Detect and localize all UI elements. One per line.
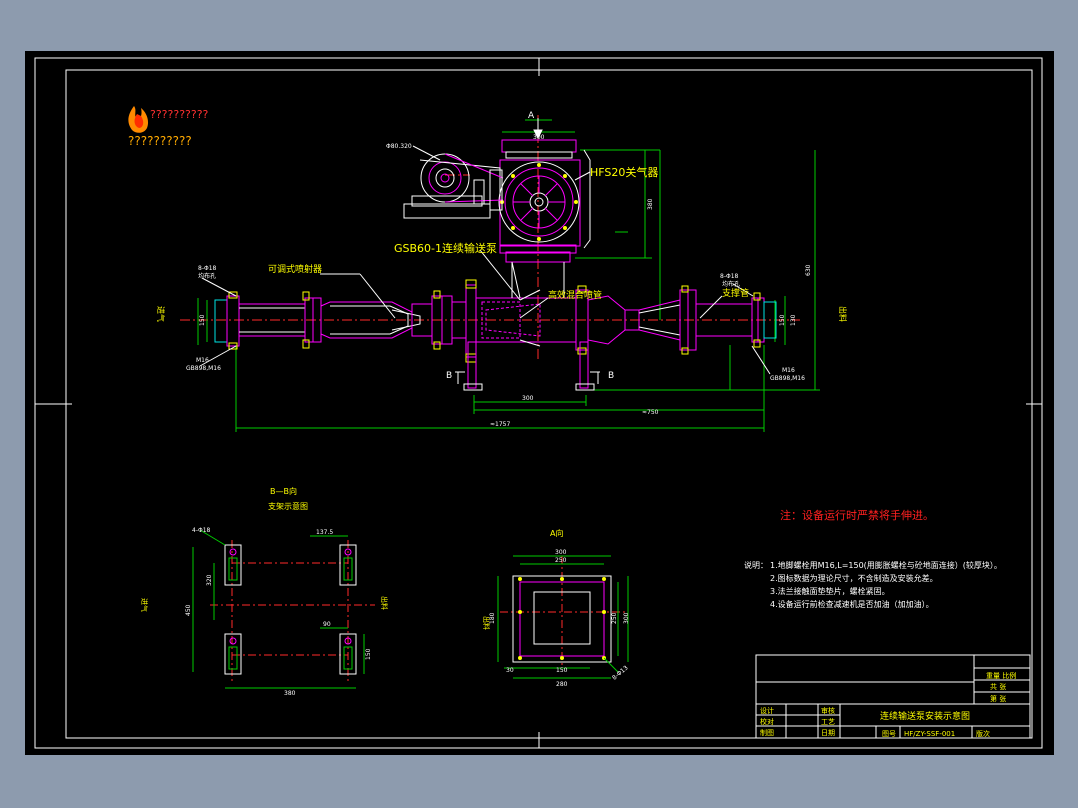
bb-dim-top: 137.5 <box>316 529 333 536</box>
tb-r2c1: 校对 <box>760 717 774 726</box>
title-block: 重量 比例 共 张 第 张 设计 审核 校对 工艺 制图 日期 连续输送泵安装示… <box>755 654 1031 739</box>
tb-r2c3: 工艺 <box>821 718 835 726</box>
diffuser-pipe <box>587 285 777 355</box>
tb-r1c1: 设计 <box>760 706 774 715</box>
note-line-3: 3.法兰接触面垫垫片，螺栓紧固。 <box>770 586 890 596</box>
tb-drawing-title: 连续输送泵安装示意图 <box>880 710 970 722</box>
logo-subtitle: ?????????? <box>128 134 192 148</box>
bolt-left-top-sub: 均布孔 <box>198 272 216 280</box>
a-dim-left: 180 <box>489 612 496 624</box>
a-dim-bottom-a: 30 <box>506 667 514 674</box>
screw-pump-label: GSB60-1连续输送泵 <box>394 241 497 255</box>
a-dim-outer: 300 <box>555 549 567 556</box>
bolt-left-bottom-sub: GB898,M16 <box>186 365 221 372</box>
bolt-left-top: 8-Φ18 <box>198 265 217 272</box>
logo-text: ?????????? <box>150 108 209 121</box>
bb-bolts: 4-Φ18 <box>192 527 211 534</box>
air-inlet-label: 进气 <box>156 306 166 322</box>
safety-warning: 注：设备运行时严禁将手伸进。 <box>780 508 934 522</box>
tb-r1c3: 审核 <box>821 706 835 715</box>
dim-bottom-mid: 300 <box>522 395 534 402</box>
tb-sheet-total: 共 张 <box>990 682 1006 691</box>
dim-height-large: 630 <box>805 264 812 276</box>
inner-nozzle-label: 高效混合喷管 <box>548 289 602 301</box>
mixing-chamber <box>451 279 589 363</box>
section-b-left-label: B <box>446 371 452 381</box>
drawing-frame <box>34 57 1043 749</box>
bb-dim-gap: 90 <box>323 621 331 628</box>
company-logo: ?????????? ?????????? <box>128 106 209 148</box>
bolt-right-bottom-sub: GB898,M16 <box>770 375 805 382</box>
outlet-label: 出料 <box>838 306 848 322</box>
a-dim-bottom-b: 150 <box>556 667 568 674</box>
dim-bottom-right: ≈750 <box>642 409 659 416</box>
bb-support-view: B—B向 支架示意图 <box>140 486 389 697</box>
a-left-label: 出料 <box>482 616 491 630</box>
tb-scale-header: 重量 比例 <box>986 671 1016 680</box>
drive-motor <box>403 153 504 219</box>
bb-air-in: 进气 <box>140 598 149 612</box>
a-dim-bottom-total: 280 <box>556 681 568 688</box>
dim-right-flange-b: 130 <box>790 314 797 326</box>
variable-ejector-label: 可调式喷射器 <box>268 263 322 275</box>
support-pipe-label: 支撑管 <box>722 287 749 299</box>
bb-dim-slot: 150 <box>365 648 372 660</box>
a-view: A向 300 250 180 250 300 30 150 <box>482 528 630 688</box>
support-legs <box>457 341 599 391</box>
note-line-1: 1.地脚螺栓用M16,L=150(用膨胀螺栓与砼地面连接）(较厚块）。 <box>770 560 1002 570</box>
bb-dim-height: 450 <box>185 604 192 616</box>
main-labels: A B B HFS20关气器 GSB60-1连续输送泵 可调式喷射器 高效混合喷… <box>156 111 848 428</box>
drawing-canvas <box>25 51 1054 755</box>
section-arrows <box>455 118 600 373</box>
tb-version-label: 版次 <box>976 729 990 738</box>
variable-ejector <box>320 290 453 350</box>
motor-tag: Φ80.320 <box>386 143 412 150</box>
section-a-label: A <box>528 111 535 121</box>
screw-pump-housing <box>499 244 577 299</box>
bolt-right-top: 8-Φ18 <box>720 273 739 280</box>
bb-dim-inner: 320 <box>206 574 213 586</box>
section-b-right-label: B <box>608 371 614 381</box>
bb-view-subtitle: 支架示意图 <box>268 501 308 511</box>
dim-left-flange: 150 <box>199 314 206 326</box>
bb-view-title: B—B向 <box>270 486 297 496</box>
leader-lines <box>199 145 771 375</box>
rotary-valve <box>498 139 591 249</box>
tb-r3c1: 制图 <box>760 728 774 737</box>
main-assembly-view: A B B HFS20关气器 GSB60-1连续输送泵 可调式喷射器 高效混合喷… <box>156 111 848 432</box>
a-dim-right-a: 250 <box>611 612 618 624</box>
dim-total: ≈1757 <box>490 421 510 428</box>
bb-outlet: 出料 <box>380 596 389 610</box>
dimension-lines <box>197 119 820 432</box>
notes-title: 说明： <box>744 560 768 570</box>
a-view-title: A向 <box>550 528 563 538</box>
installation-notes: 说明： 1.地脚螺栓用M16,L=150(用膨胀螺栓与砼地面连接）(较厚块）。 … <box>744 560 1002 609</box>
bolt-right-bottom: M16 <box>782 367 795 374</box>
tb-r3c3: 日期 <box>821 729 835 737</box>
tb-drawing-no-label: 图号 <box>882 730 896 738</box>
tb-drawing-no: HF/ZY-SSF-001 <box>904 730 955 738</box>
tb-sheet-no: 第 张 <box>990 694 1006 703</box>
dim-right-flange-a: 150 <box>779 314 786 326</box>
dim-top-flange: 300 <box>533 134 545 141</box>
bb-dim-bottom: 380 <box>284 690 296 697</box>
dim-height-small: 380 <box>647 198 654 210</box>
bolt-right-top-sub: 均布孔 <box>722 280 740 288</box>
rotary-valve-label: HFS20关气器 <box>590 165 658 179</box>
note-line-4: 4.设备运行前检查减速机是否加油（加加油）。 <box>770 599 934 609</box>
a-dim-right-b: 300 <box>623 612 630 624</box>
a-dim-inner: 250 <box>555 557 567 564</box>
bolt-left-bottom: M16 <box>196 357 209 364</box>
note-line-2: 2.图标数据为理论尺寸，不含制造及安装允差。 <box>770 573 938 583</box>
left-inlet-flange <box>214 291 322 350</box>
